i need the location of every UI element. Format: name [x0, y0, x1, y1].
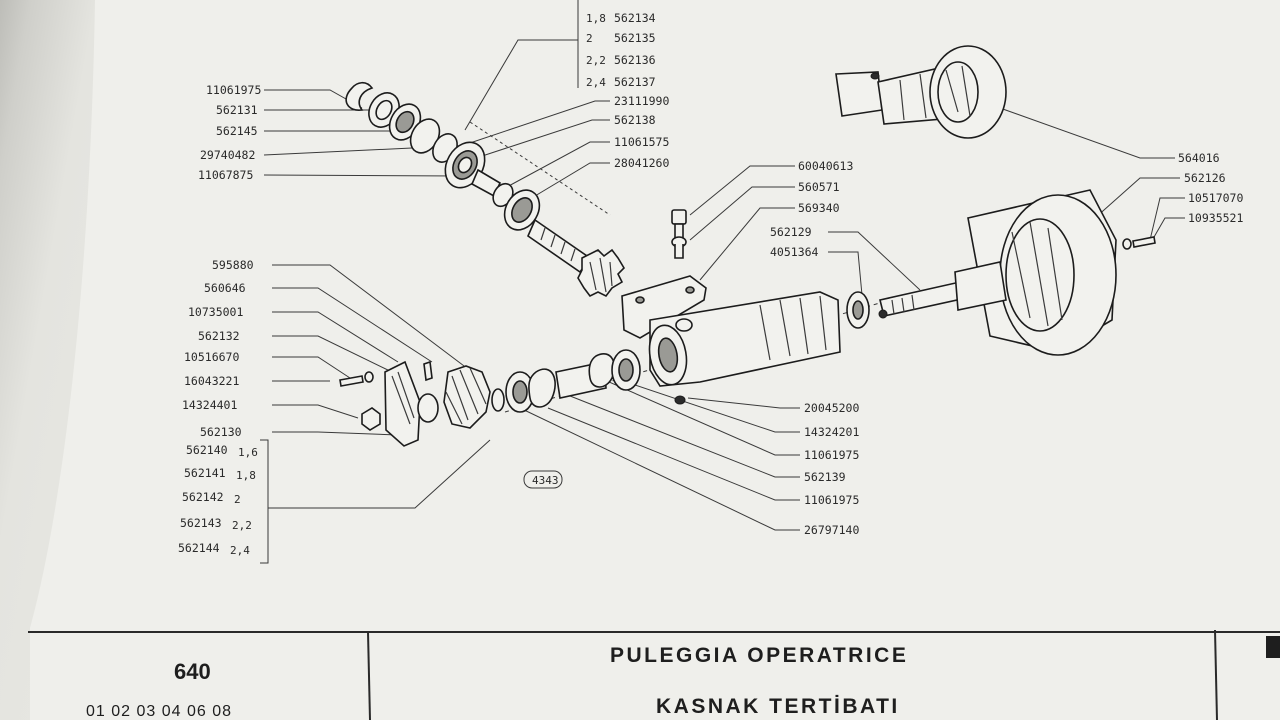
part-label: 20045200 — [804, 401, 859, 415]
labels-lower-right: 20045200 14324201 11061975 562139 110619… — [804, 401, 859, 537]
part-label: 562131 — [216, 103, 258, 117]
title-turkish: KASNAK TERTİBATI — [656, 695, 900, 718]
part-label: 23111990 — [614, 94, 669, 108]
model-numbers: 01 02 03 04 06 08 — [86, 703, 232, 720]
part-label: 10516670 — [184, 350, 239, 364]
part-label: 11061975 — [804, 493, 859, 507]
parts-gearbox — [621, 209, 968, 405]
ratio-value: 2,4 — [230, 544, 250, 557]
part-label: 11061575 — [614, 135, 669, 149]
part-label: 569340 — [798, 201, 840, 215]
part-number: 562136 — [614, 53, 656, 67]
labels-upper-mid: 23111990 562138 11061575 28041260 — [614, 94, 669, 170]
reference-badge: 4343 — [523, 470, 563, 489]
part-number: 562135 — [614, 31, 656, 45]
title-italian: PULEGGIA OPERATRICE — [610, 644, 908, 667]
title-block: 640 01 02 03 04 06 08 PULEGGIA OPERATRIC… — [28, 629, 1280, 720]
drawing-code: 640 — [174, 659, 211, 684]
top-ratio-list: 1,8 562134 2 562135 2,2 562136 2,4 56213… — [586, 11, 656, 89]
part-label: 562145 — [216, 124, 258, 138]
part-label: 26797140 — [804, 523, 859, 537]
ratio-value: 2,2 — [586, 54, 606, 67]
parts-lower-gears — [339, 349, 641, 447]
part-label: 562129 — [770, 225, 812, 239]
gearbox-housing-icon — [649, 291, 841, 387]
labels-left-mid: 595880 560646 10735001 562132 10516670 1… — [182, 258, 254, 439]
labels-center: 60040613 560571 569340 562129 4051364 — [770, 159, 853, 259]
ratio-value: 2,2 — [232, 519, 252, 532]
pinion-gear-icon — [577, 248, 626, 298]
page-tab-mark — [1266, 636, 1280, 658]
part-label: 562126 — [1184, 171, 1226, 185]
part-label: 11061975 — [206, 83, 261, 97]
part-number: 562144 — [178, 541, 220, 555]
part-number: 562137 — [614, 75, 656, 89]
part-number: 562140 — [186, 443, 228, 457]
ratio-value: 1,8 — [586, 12, 606, 25]
part-label: 29740482 — [200, 148, 255, 162]
part-label: 560646 — [204, 281, 246, 295]
part-label: 560571 — [798, 180, 840, 194]
part-label: 595880 — [212, 258, 254, 272]
reference-badge-text: 4343 — [532, 474, 559, 487]
part-label: 562139 — [804, 470, 846, 484]
part-label: 10935521 — [1188, 211, 1243, 225]
part-label: 11061975 — [804, 448, 859, 462]
part-label: 11067875 — [198, 168, 253, 182]
part-label: 10735001 — [188, 305, 243, 319]
cover-plate-icon — [621, 275, 707, 339]
ratio-list-bottom: 562140 1,6 562141 1,8 562142 2 562143 2,… — [178, 443, 258, 557]
part-number: 562143 — [180, 516, 222, 530]
part-label: 16043221 — [184, 374, 239, 388]
bevel-gear-icon — [443, 365, 491, 429]
ratio-value: 1,6 — [238, 446, 258, 459]
ratio-value: 1,8 — [236, 469, 256, 482]
part-label: 4051364 — [770, 245, 819, 259]
parts-upper-shaft — [345, 81, 626, 298]
part-label: 564016 — [1178, 151, 1220, 165]
snap-ring-icon — [345, 81, 374, 111]
labels-left-top: 11061975 562131 562145 29740482 11067875 — [198, 83, 261, 182]
part-label: 28041260 — [614, 156, 669, 170]
part-label: 562138 — [614, 113, 656, 127]
labels-right: 564016 562126 10517070 10935521 — [1178, 151, 1243, 225]
part-label: 14324201 — [804, 425, 859, 439]
part-number: 562141 — [184, 466, 226, 480]
parts-pulley — [835, 45, 1156, 356]
part-label: 562130 — [200, 425, 242, 439]
part-label: 10517070 — [1188, 191, 1243, 205]
part-label: 562132 — [198, 329, 240, 343]
ratio-value: 2 — [586, 32, 593, 45]
part-label: 60040613 — [798, 159, 853, 173]
part-number: 562134 — [614, 11, 656, 25]
part-label: 14324401 — [182, 398, 237, 412]
ratio-value: 2 — [234, 493, 241, 506]
ratio-value: 2,4 — [586, 76, 606, 89]
part-number: 562142 — [182, 490, 224, 504]
